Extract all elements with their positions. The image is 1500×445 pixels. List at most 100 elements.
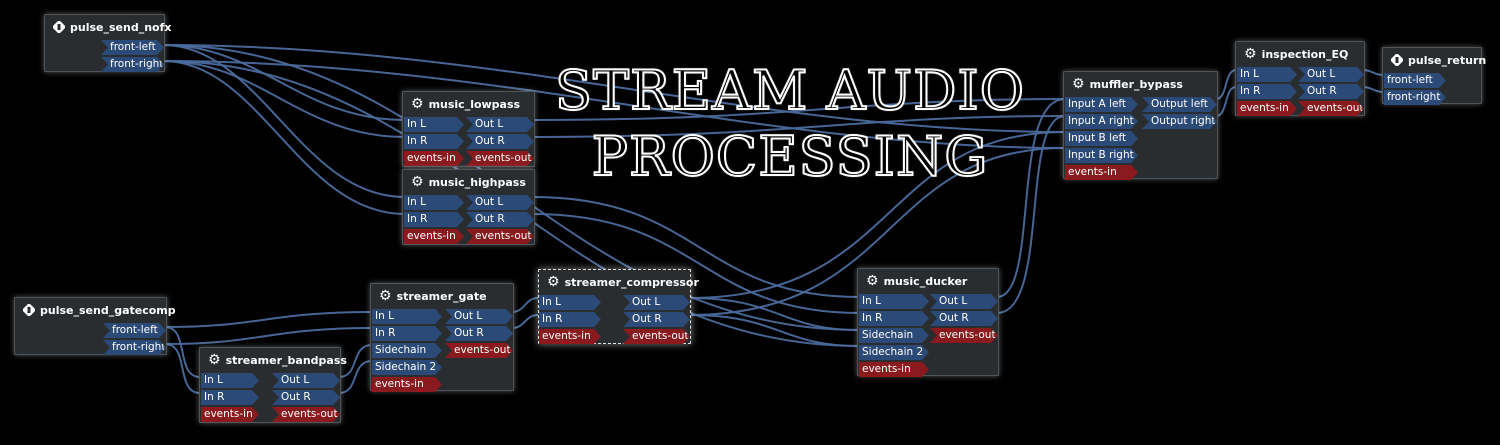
node-title-bar[interactable]: pulse_return — [1383, 48, 1486, 72]
port-sidechain-2[interactable]: Sidechain 2 — [859, 345, 929, 360]
node-title-bar[interactable]: ⚙ streamer_gate — [371, 284, 513, 308]
node-streamer-bandpass[interactable]: ⚙ streamer_bandpass In L Out L In R Out … — [199, 347, 347, 423]
wire — [164, 327, 373, 345]
port-in-l[interactable]: In L — [372, 309, 442, 324]
port-in-l[interactable]: In L — [539, 295, 601, 310]
port-in-l[interactable]: In L — [404, 195, 464, 210]
port-out-l[interactable]: Out L — [623, 295, 690, 310]
port-input-b-left[interactable]: Input B left — [1065, 131, 1138, 146]
port-in-l[interactable]: In L — [201, 373, 259, 388]
port-out-l[interactable]: Out L — [930, 294, 998, 309]
port-out-l[interactable]: Out L — [1298, 67, 1364, 82]
gear-icon: ⚙ — [411, 174, 424, 190]
port-in-r[interactable]: In R — [372, 326, 442, 341]
port-input-b-right[interactable]: Input B right — [1065, 148, 1138, 163]
wire — [162, 60, 1066, 149]
port-out-l[interactable]: Out L — [445, 309, 513, 324]
port-events-out[interactable]: events-out — [1298, 101, 1364, 116]
port-events-in[interactable]: events-in — [404, 229, 464, 244]
port-input-a-right[interactable]: Input A right — [1065, 114, 1138, 129]
node-title-bar[interactable]: ⚙ music_lowpass — [403, 92, 534, 116]
node-title-bar[interactable]: ⚙ muffler_bypass — [1064, 72, 1217, 96]
port-events-out[interactable]: events-out — [623, 329, 690, 344]
gear-icon: ⚙ — [411, 96, 424, 112]
node-pulse-return[interactable]: pulse_return front-left front-right — [1382, 47, 1486, 105]
wire — [162, 44, 406, 121]
node-title: pulse_send_gatecomp — [40, 303, 176, 317]
port-in-l[interactable]: In L — [1237, 67, 1297, 82]
port-in-r[interactable]: In R — [1237, 84, 1297, 99]
node-pulse-send-gatecomp[interactable]: pulse_send_gatecomp front-left front-rig… — [14, 297, 176, 355]
gear-icon: ⚙ — [1072, 76, 1085, 92]
port-events-in[interactable]: events-in — [1065, 165, 1138, 180]
node-title-bar[interactable]: ⚙ streamer_bandpass — [200, 348, 347, 372]
node-pulse-send-nofx[interactable]: pulse_send_nofx front-left front-right — [44, 14, 171, 72]
port-front-left-out[interactable]: front-left — [103, 323, 166, 338]
wire — [996, 98, 1066, 298]
node-muffler-bypass[interactable]: ⚙ muffler_bypass Input A left Output lef… — [1063, 71, 1218, 179]
port-in-r[interactable]: In R — [404, 212, 464, 227]
port-out-r[interactable]: Out R — [930, 311, 998, 326]
gear-icon: ⚙ — [866, 273, 879, 289]
port-sidechain-2[interactable]: Sidechain 2 — [372, 360, 442, 375]
port-out-r[interactable]: Out R — [445, 326, 513, 341]
node-music-ducker[interactable]: ⚙ music_ducker In L Out L In R Out R Sid… — [857, 268, 999, 376]
port-in-l[interactable]: In L — [404, 117, 464, 132]
port-events-out[interactable]: events-out — [272, 407, 340, 422]
node-title-bar[interactable]: pulse_send_gatecomp — [15, 298, 176, 322]
port-out-l[interactable]: Out L — [466, 195, 534, 210]
node-title-bar[interactable]: ⚙ inspection_EQ — [1236, 42, 1364, 66]
port-in-r[interactable]: In R — [201, 390, 259, 405]
port-in-r[interactable]: In R — [859, 311, 929, 326]
node-title: music_highpass — [428, 175, 526, 189]
port-events-out[interactable]: events-out — [466, 229, 534, 244]
gear-icon: ⚙ — [208, 352, 221, 368]
node-title-bar[interactable]: pulse_send_nofx — [45, 15, 171, 39]
wire — [162, 44, 1066, 133]
port-out-r[interactable]: Out R — [466, 212, 534, 227]
port-output-right[interactable]: Output right — [1142, 114, 1217, 129]
port-out-l[interactable]: Out L — [466, 117, 534, 132]
gear-icon: ⚙ — [547, 274, 560, 290]
port-in-r[interactable]: In R — [539, 312, 601, 327]
port-events-in[interactable]: events-in — [404, 151, 464, 166]
node-streamer-compressor[interactable]: ⚙ streamer_compressor In L Out L In R Ou… — [538, 269, 699, 344]
port-out-r[interactable]: Out R — [466, 134, 534, 149]
port-out-l[interactable]: Out L — [272, 373, 340, 388]
port-events-out[interactable]: events-out — [466, 151, 534, 166]
node-title-bar[interactable]: ⚙ music_ducker — [858, 269, 998, 293]
port-out-r[interactable]: Out R — [272, 390, 340, 405]
port-events-in[interactable]: events-in — [1237, 101, 1297, 116]
port-sidechain[interactable]: Sidechain — [372, 343, 442, 358]
node-music-lowpass[interactable]: ⚙ music_lowpass In L Out L In R Out R ev… — [402, 91, 535, 167]
node-title: pulse_send_nofx — [70, 20, 172, 34]
port-events-in[interactable]: events-in — [372, 377, 442, 392]
port-out-r[interactable]: Out R — [623, 312, 690, 327]
wire — [688, 147, 1066, 316]
port-front-right-out[interactable]: front-right — [101, 57, 164, 72]
port-out-r[interactable]: Out R — [1298, 84, 1364, 99]
node-streamer-gate[interactable]: ⚙ streamer_gate In L Out L In R Out R Si… — [370, 283, 514, 391]
port-sidechain[interactable]: Sidechain — [859, 328, 929, 343]
port-front-right-out[interactable]: front-right — [103, 340, 166, 355]
port-events-in[interactable]: events-in — [539, 329, 601, 344]
node-title-bar[interactable]: ⚙ streamer_compressor — [539, 270, 699, 294]
port-events-in[interactable]: events-in — [201, 407, 259, 422]
port-front-left-out[interactable]: front-left — [101, 40, 164, 55]
port-in-r[interactable]: In R — [404, 134, 464, 149]
port-input-a-left[interactable]: Input A left — [1065, 97, 1138, 112]
port-events-in[interactable]: events-in — [859, 362, 929, 377]
node-inspection-eq[interactable]: ⚙ inspection_EQ In L Out L In R Out R ev… — [1235, 41, 1365, 116]
node-title: inspection_EQ — [1261, 47, 1349, 61]
port-in-l[interactable]: In L — [859, 294, 929, 309]
wire — [1215, 69, 1237, 100]
port-front-right-in[interactable]: front-right — [1384, 90, 1446, 105]
node-title: muffler_bypass — [1089, 77, 1183, 91]
port-events-out[interactable]: events-out — [445, 343, 513, 358]
port-events-out[interactable]: events-out — [930, 328, 998, 343]
node-title-bar[interactable]: ⚙ music_highpass — [403, 170, 534, 194]
port-front-left-in[interactable]: front-left — [1384, 73, 1446, 88]
port-output-left[interactable]: Output left — [1142, 97, 1217, 112]
node-music-highpass[interactable]: ⚙ music_highpass In L Out L In R Out R e… — [402, 169, 535, 245]
node-title: streamer_bandpass — [225, 353, 347, 367]
